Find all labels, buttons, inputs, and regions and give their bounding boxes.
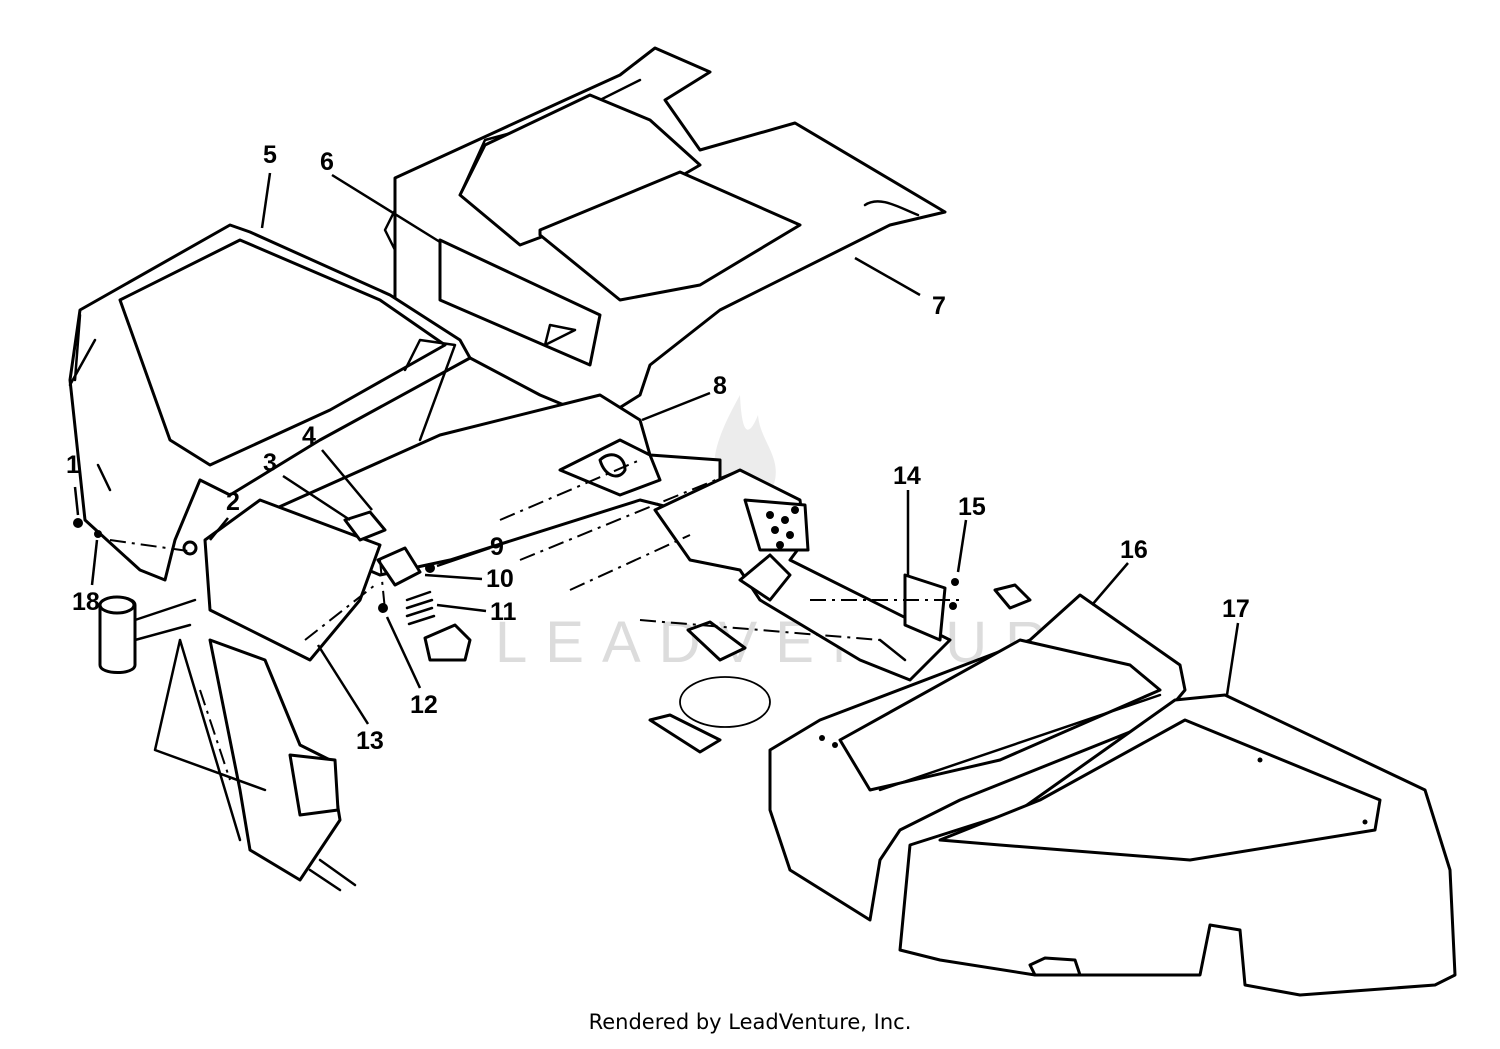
callout-13: 13 [356, 727, 384, 755]
callout-4: 4 [302, 422, 316, 450]
part-7-rear-panel [383, 46, 947, 422]
hardware-pieces [73, 510, 1032, 754]
callout-18: 18 [72, 588, 100, 616]
assembly-centerlines [109, 459, 960, 781]
part-16-right-fender [768, 593, 1187, 922]
part-5-left-fender [68, 223, 472, 582]
callout-6: 6 [320, 148, 334, 176]
callout-leaders [73, 172, 1240, 725]
rendered-by-footer: Rendered by LeadVenture, Inc. [588, 1010, 912, 1034]
callout-8: 8 [713, 372, 727, 400]
callout-5: 5 [263, 141, 277, 169]
callout-11: 11 [490, 598, 517, 626]
callout-12: 12 [410, 691, 438, 719]
callout-14: 14 [893, 462, 921, 490]
part-2-support-bracket [98, 498, 382, 892]
callout-15: 15 [958, 493, 986, 521]
callout-2: 2 [226, 488, 240, 516]
callout-16: 16 [1120, 536, 1148, 564]
callout-9: 9 [490, 533, 504, 561]
callout-3: 3 [263, 449, 277, 477]
callout-7: 7 [932, 292, 946, 320]
part-17-right-panel [898, 693, 1457, 997]
callout-1: 1 [66, 451, 80, 479]
callout-labels: 1 2 3 4 5 6 7 8 9 10 11 12 13 14 15 16 1… [66, 141, 1250, 755]
callout-17: 17 [1222, 595, 1250, 623]
callout-10: 10 [486, 565, 514, 593]
